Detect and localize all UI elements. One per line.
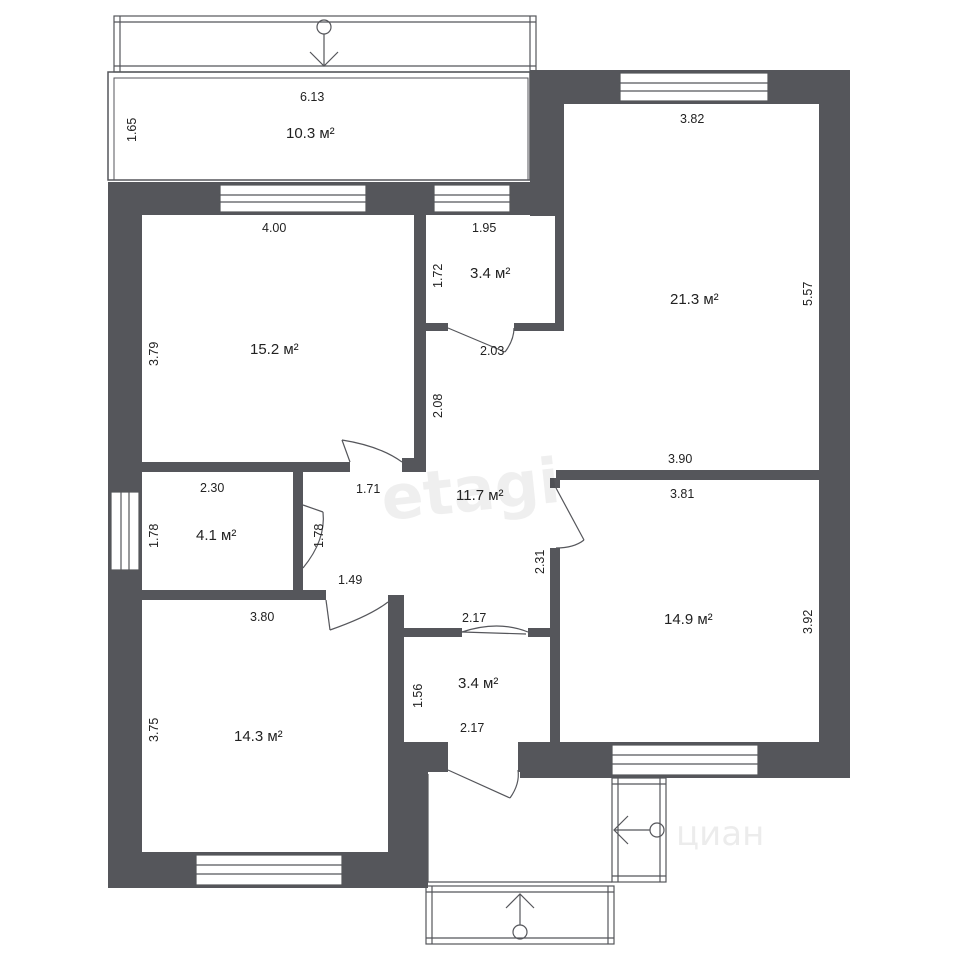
dim-room14-width: 3.80 [250, 610, 274, 624]
labels-room-right: 3.81 14.9 м² 3.92 [664, 487, 815, 634]
dim-loggia-height: 1.65 [125, 118, 139, 142]
labels-hall: 11.7 м² 1.71 2.08 1.49 2.31 1.78 [312, 394, 547, 587]
dim-room149-width: 3.81 [670, 487, 694, 501]
dim-room21-width: 3.82 [680, 112, 704, 126]
dim-room15-height: 3.79 [147, 342, 161, 366]
wall-room14-top-left [142, 590, 326, 600]
dim-bath-bottom-height: 1.56 [411, 684, 425, 708]
labels-small-room: 2.30 4.1 м² 1.78 [147, 481, 236, 548]
labels-bathroom-top: 1.95 3.4 м² 1.72 2.03 [431, 221, 510, 358]
door-small-room [302, 504, 324, 569]
dim-hall-c: 1.49 [338, 573, 362, 587]
dim-bath-bottom-width-top: 2.17 [462, 611, 486, 625]
wall-bath-top-bottom-right [514, 323, 564, 331]
windows [110, 72, 769, 886]
wall-room15-right [414, 215, 426, 465]
watermark-cian: циан [676, 814, 764, 854]
window-bath-top [433, 184, 511, 213]
wall-bottom-left-room-right [388, 595, 404, 888]
wall-bath-bottom-bottom-right [518, 742, 554, 772]
window-room15 [219, 184, 367, 213]
wall-room149-left-top [550, 478, 560, 488]
dim-bath-bottom-width-bottom: 2.17 [460, 721, 484, 735]
dim-room149-height: 3.92 [801, 610, 815, 634]
wall-outer-right [819, 70, 850, 778]
door-room149 [555, 487, 585, 549]
dim-loggia-width: 6.13 [300, 90, 324, 104]
window-room21 [619, 72, 769, 102]
dim-bath-top-door: 2.03 [480, 344, 504, 358]
door-bath-top [447, 327, 515, 353]
wall-room21-bottom [556, 470, 819, 480]
dim-small-room-width: 2.30 [200, 481, 224, 495]
area-room21: 21.3 м² [670, 291, 719, 308]
dim-bath-top-width: 1.95 [472, 221, 496, 235]
dim-hall-a: 1.71 [356, 482, 380, 496]
wall-room15-bottom-left [142, 462, 350, 472]
loggia-top [107, 15, 537, 181]
labels-room-top-left: 4.00 15.2 м² 3.79 [147, 221, 299, 366]
labels-loggia-top: 6.13 10.3 м² 1.65 [125, 90, 335, 142]
dim-hall-e: 1.78 [312, 524, 326, 548]
window-room149 [611, 744, 759, 776]
dim-room21-height: 5.57 [801, 282, 815, 306]
doors [302, 327, 585, 799]
balcony-bottom [425, 885, 615, 945]
balcony-right [611, 777, 667, 883]
area-small-room: 4.1 м² [196, 527, 236, 544]
labels-room-bottom-left: 3.80 14.3 м² 3.75 [147, 610, 283, 745]
dim-small-room-height: 1.78 [147, 524, 161, 548]
dim-bath-top-height: 1.72 [431, 264, 445, 288]
wall-bath-top-bottom [426, 323, 448, 331]
wall-bath-bottom-bottom-left [402, 742, 448, 772]
dim-hall-b: 2.08 [431, 394, 445, 418]
wall-bath-top-right [555, 215, 564, 331]
wall-room149-left [550, 548, 560, 744]
dim-hall-d: 2.31 [533, 550, 547, 574]
wall-bath-bottom-top-left [402, 628, 462, 637]
door-room14 [325, 599, 389, 631]
wall-room14-top-right [388, 595, 404, 605]
wall-room15-bottom-right [402, 458, 426, 472]
dim-room15-width: 4.00 [262, 221, 286, 235]
vestibule [427, 774, 612, 883]
door-vestibule [447, 769, 519, 799]
door-bath-bottom [461, 625, 529, 635]
dim-room14-height: 3.75 [147, 718, 161, 742]
area-bath-top: 3.4 м² [470, 265, 510, 282]
door-room15 [341, 439, 403, 463]
area-hall: 11.7 м² [456, 487, 504, 504]
area-room15: 15.2 м² [250, 341, 299, 358]
wall-bath-bottom-top-right [528, 628, 552, 637]
wall-small-room-right [293, 472, 303, 594]
dim-room21-bottom-width: 3.90 [668, 452, 692, 466]
area-room14: 14.3 м² [234, 728, 283, 745]
labels-room-top-right: 3.82 21.3 м² 5.57 3.90 [668, 112, 815, 466]
area-bath-bottom: 3.4 м² [458, 675, 498, 692]
area-loggia-top: 10.3 м² [286, 125, 335, 142]
labels-bathroom-bottom: 2.17 3.4 м² 1.56 2.17 [411, 611, 498, 735]
window-room14-bottom [195, 854, 343, 886]
window-small-room [110, 491, 140, 571]
area-room149: 14.9 м² [664, 611, 713, 628]
